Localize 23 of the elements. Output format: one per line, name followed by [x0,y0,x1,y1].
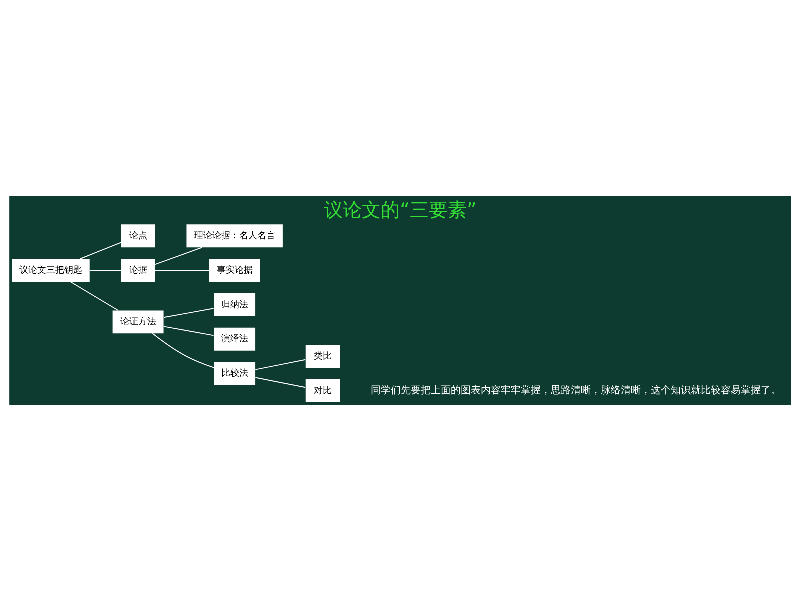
node-box: 论证方法 [112,310,164,334]
node-box: 议论文三把钥匙 [12,258,90,282]
connector [152,332,214,368]
diagram-title: 议论文的“三要素” [324,198,476,221]
node-box: 演绎法 [214,327,256,350]
connector [254,358,306,370]
node-box: 论据 [120,258,155,282]
connector [162,326,214,336]
connector [162,308,214,318]
node-box: 比较法 [214,362,256,385]
connector [89,270,121,271]
node-box: 对比 [305,379,340,402]
caption: 同学们先要把上面的图表内容牢牢掌握，思路清晰，脉络清晰，这个知识就比较容易掌握了。 [370,384,781,396]
node-box: 事实论据 [208,258,260,282]
node-box: 类比 [305,344,340,368]
connector [254,376,306,388]
connector [70,281,118,311]
node-box: 论点 [120,224,155,248]
connector [80,242,121,259]
node-box: 理论论据：名人名言 [186,224,282,248]
connector [154,270,210,271]
connector [154,246,202,265]
node-box: 归纳法 [214,293,256,316]
